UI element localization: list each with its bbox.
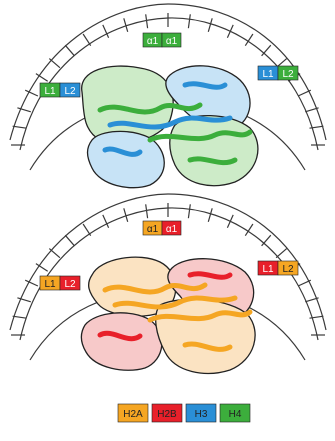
svg-text:L1: L1 <box>44 86 56 97</box>
top-label-alpha1-right: α1 <box>162 33 181 47</box>
svg-text:L1: L1 <box>44 279 56 290</box>
svg-text:H3: H3 <box>195 409 208 420</box>
top-label-l1-left: L1 <box>40 83 60 97</box>
dna-rung <box>13 316 27 318</box>
dna-rung <box>188 204 190 218</box>
top-label-l2-right: L2 <box>278 66 298 80</box>
top-h4-region-right <box>170 116 258 186</box>
bottom-label-l2-right: L2 <box>278 261 298 275</box>
bottom-label-alpha1-right: α1 <box>162 221 181 235</box>
dna-rung <box>146 14 148 28</box>
top-panel: α1 α1 L1 L2 L1 L2 <box>10 4 326 188</box>
dna-rung <box>227 25 233 38</box>
legend-h3: H3 <box>186 404 216 422</box>
svg-text:H4: H4 <box>229 409 242 420</box>
legend-h2a: H2A <box>118 404 148 422</box>
dna-rung <box>276 249 287 258</box>
dna-rung <box>262 45 271 56</box>
dna-rung <box>188 14 190 28</box>
dna-rung <box>298 90 311 96</box>
bottom-h2a-region-right <box>156 299 255 373</box>
dna-rung <box>208 208 212 222</box>
svg-text:L2: L2 <box>282 69 294 80</box>
dna-rung <box>13 126 27 128</box>
dna-rung <box>83 224 91 236</box>
svg-text:H2A: H2A <box>123 409 143 420</box>
dna-rung <box>208 18 212 32</box>
svg-text:L2: L2 <box>282 264 294 275</box>
top-label-alpha1-left: α1 <box>143 33 162 47</box>
dna-rung <box>65 235 74 246</box>
svg-text:α1: α1 <box>166 224 178 235</box>
dna-rung <box>262 235 271 246</box>
svg-text:H2B: H2B <box>157 409 177 420</box>
dna-rung <box>49 59 60 68</box>
legend-h4: H4 <box>220 404 250 422</box>
svg-text:α1: α1 <box>147 36 159 47</box>
dna-rung <box>83 34 91 46</box>
svg-text:L2: L2 <box>64 86 76 97</box>
svg-text:α1: α1 <box>147 224 159 235</box>
svg-text:L1: L1 <box>262 264 274 275</box>
dna-rung <box>227 215 233 228</box>
svg-text:α1: α1 <box>166 36 178 47</box>
bottom-label-l1-left: L1 <box>40 276 60 290</box>
svg-text:L2: L2 <box>64 279 76 290</box>
dna-rung <box>298 280 311 286</box>
top-label-l1-right: L1 <box>258 66 278 80</box>
dna-rung <box>65 45 74 56</box>
svg-text:L1: L1 <box>262 69 274 80</box>
legend: H2A H2B H3 H4 <box>118 404 250 422</box>
top-label-l2-left: L2 <box>60 83 80 97</box>
bottom-label-alpha1-left: α1 <box>143 221 162 235</box>
bottom-label-l1-right: L1 <box>258 261 278 275</box>
dna-rung <box>146 204 148 218</box>
bottom-panel: α1 α1 L1 L2 L1 L2 <box>10 194 326 373</box>
dna-rung <box>49 249 60 258</box>
legend-h2b: H2B <box>152 404 182 422</box>
bottom-label-l2-left: L2 <box>60 276 80 290</box>
